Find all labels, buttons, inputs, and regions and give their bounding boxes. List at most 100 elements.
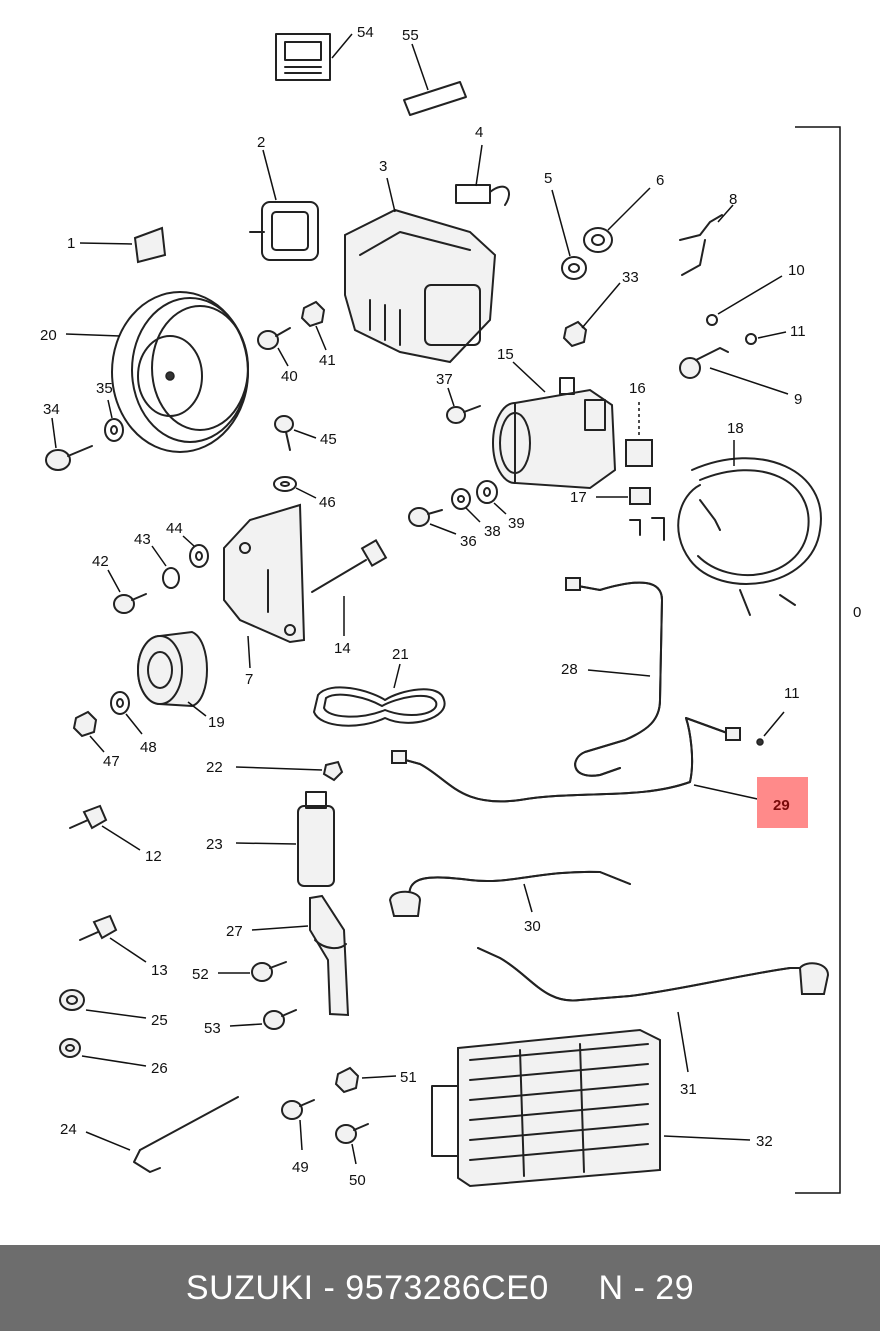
part-12-sensor: [69, 804, 141, 851]
footer-bar: SUZUKI - 9573286CE0 N - 29: [0, 1245, 880, 1331]
callout-6: 6: [656, 172, 664, 189]
part-26-clamp: [59, 1038, 147, 1067]
callout-32: 32: [756, 1133, 773, 1150]
callout-25: 25: [151, 1012, 168, 1029]
callout-27: 27: [226, 923, 243, 940]
callout-43: 43: [134, 531, 151, 548]
part-37-bolt: [446, 387, 481, 424]
callout-36: 36: [460, 533, 477, 550]
callout-29: 29: [773, 797, 790, 814]
part-31-pipe: [477, 947, 830, 1073]
callout-14: 14: [334, 640, 351, 657]
part-44-washer: [182, 535, 209, 568]
part-49-bolt: [281, 1099, 315, 1151]
callout-4: 4: [475, 124, 483, 141]
part-25-clamp: [59, 989, 147, 1019]
callout-16: 16: [629, 380, 646, 397]
callout-50: 50: [349, 1172, 366, 1189]
callout-28: 28: [561, 661, 578, 678]
callout-42: 42: [92, 553, 109, 570]
callout-1: 1: [67, 235, 75, 252]
callout-49: 49: [292, 1159, 309, 1176]
callout-52: 52: [192, 966, 209, 983]
group-bracket: [795, 126, 841, 1194]
callout-34: 34: [43, 401, 60, 418]
footer-part-number: SUZUKI - 9573286CE0 N - 29: [185, 1268, 695, 1307]
callout-18: 18: [727, 420, 744, 437]
callout-54: 54: [357, 24, 374, 41]
part-42-bolt: [107, 569, 147, 614]
callout-8: 8: [729, 191, 737, 208]
callout-55: 55: [402, 27, 419, 44]
callout-30: 30: [524, 918, 541, 935]
part-5-grommet: [551, 189, 587, 280]
callout-7: 7: [245, 671, 253, 688]
part-8-hose: [679, 204, 734, 276]
callout-35: 35: [96, 380, 113, 397]
callout-20: 20: [40, 327, 57, 344]
callout-24: 24: [60, 1121, 77, 1138]
part-1-clip: [79, 226, 167, 264]
callout-44: 44: [166, 520, 183, 537]
callout-17: 17: [570, 489, 587, 506]
part-16-relay: [625, 402, 653, 467]
part-10-nut: [706, 275, 783, 326]
part-2-bracket: [249, 149, 319, 261]
callout-48: 48: [140, 739, 157, 756]
part-14-bolt: [311, 538, 388, 636]
callout-2: 2: [257, 134, 265, 151]
part-15-compressor: [492, 361, 617, 490]
part-23-receiver-drier: [235, 791, 335, 887]
part-30-pipe: [388, 870, 631, 917]
callout-40: 40: [281, 368, 298, 385]
part-54-manual: [275, 33, 353, 81]
callout-10: 10: [788, 262, 805, 279]
callout-46: 46: [319, 494, 336, 511]
part-4-switch: [455, 144, 510, 206]
part-52-bolt: [218, 961, 287, 982]
callout-23: 23: [206, 836, 223, 853]
part-13-sensor: [79, 914, 147, 963]
callout-11b: 11: [784, 685, 800, 702]
callout-12: 12: [145, 848, 162, 865]
part-40-bolt: [257, 327, 291, 367]
callout-41: 41: [319, 352, 336, 369]
part-24-rod: [85, 1096, 239, 1173]
part-45-bolt: [274, 415, 317, 451]
callout-38: 38: [484, 523, 501, 540]
callout-39: 39: [508, 515, 525, 532]
part-20-pulley: [65, 291, 249, 453]
part-53-bolt: [229, 1009, 297, 1030]
callout-13: 13: [151, 962, 168, 979]
part-48-washer: [110, 691, 143, 735]
part-46-washer: [273, 476, 317, 499]
callout-9: 9: [794, 391, 802, 408]
part-18-harness: [677, 440, 822, 616]
part-28-pipe: [565, 577, 663, 777]
callout-37: 37: [436, 371, 453, 388]
part-27-bracket: [251, 894, 350, 1017]
part-9-sensor: [679, 347, 789, 395]
part-29-hose: [391, 717, 763, 803]
part-39-washer: [476, 480, 507, 515]
part-11-nut: [745, 331, 787, 345]
part-22-cap: [235, 760, 344, 782]
part-36-bolt: [408, 507, 457, 535]
part-51-nut: [334, 1066, 397, 1094]
callout-47: 47: [103, 753, 120, 770]
part-21-belt: [313, 663, 446, 727]
callout-26: 26: [151, 1060, 168, 1077]
callout-15: 15: [497, 346, 514, 363]
highlight-box-29: [757, 777, 808, 828]
part-41-nut: [300, 300, 327, 351]
part-17-connector: [596, 487, 665, 541]
callout-3: 3: [379, 158, 387, 175]
callout-45: 45: [320, 431, 337, 448]
part-33-nut: [562, 282, 621, 348]
part-35-washer: [104, 399, 124, 442]
callout-11: 11: [790, 323, 806, 340]
callout-19: 19: [208, 714, 225, 731]
callout-labels: 54 55 2 3 4 5 6 8 1 10 11 33 9 20 40 41 …: [40, 24, 861, 1189]
part-38-washer: [451, 488, 481, 523]
callout-0: 0: [853, 604, 861, 621]
